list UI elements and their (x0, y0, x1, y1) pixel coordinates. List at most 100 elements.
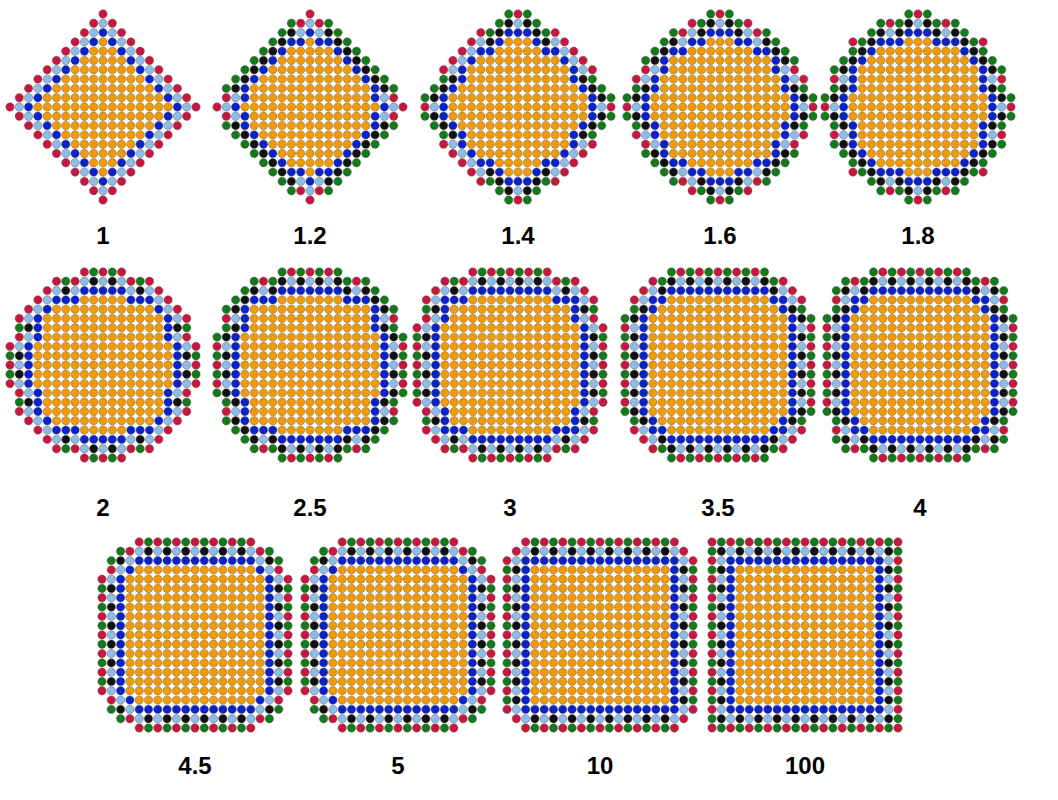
atom-dot (914, 103, 922, 111)
atom-dot (960, 131, 968, 139)
atom-dot (71, 361, 79, 369)
atom-dot (241, 426, 249, 434)
atom-dot (343, 84, 351, 92)
atom-dot (979, 94, 987, 102)
atom-dot (651, 75, 659, 83)
atom-dot (532, 66, 540, 74)
atom-dot (43, 398, 51, 406)
atom-dot (71, 389, 79, 397)
atom-dot (250, 426, 258, 434)
atom-dot (259, 84, 267, 92)
atom-dot (334, 56, 342, 64)
atom-dot (241, 435, 249, 443)
atom-dot (679, 112, 687, 120)
atom-dot (942, 112, 950, 120)
atom-dot (52, 352, 60, 360)
atom-dot (660, 56, 668, 64)
atom-dot (753, 75, 761, 83)
atom-dot (99, 38, 107, 46)
atom-dot (90, 268, 98, 276)
atom-dot (99, 187, 107, 195)
atom-dot (458, 103, 466, 111)
atom-dot (734, 94, 742, 102)
atom-dot (532, 187, 540, 195)
atom-dot (250, 121, 258, 129)
atom-dot (651, 94, 659, 102)
atom-dot (988, 103, 996, 111)
atom-dot (117, 296, 125, 304)
atom-dot (80, 103, 88, 111)
atom-dot (62, 361, 70, 369)
atom-dot (269, 38, 277, 46)
atom-dot (287, 187, 295, 195)
atom-dot (80, 112, 88, 120)
atom-dot (278, 342, 286, 350)
atom-dot (449, 103, 457, 111)
atom-dot (315, 324, 323, 332)
atom-dot (495, 38, 503, 46)
atom-dot (343, 389, 351, 397)
atom-dot (259, 305, 267, 313)
atom-dot (136, 389, 144, 397)
atom-dot (560, 159, 568, 167)
atom-dot (145, 94, 153, 102)
atom-dot (343, 56, 351, 64)
atom-dot (551, 103, 559, 111)
atom-dot (315, 94, 323, 102)
atom-dot (477, 159, 485, 167)
atom-dot (343, 103, 351, 111)
atom-dot (343, 324, 351, 332)
atom-dot (707, 177, 715, 185)
atom-dot (183, 103, 191, 111)
atom-dot (951, 66, 959, 74)
atom-dot (514, 84, 522, 92)
atom-dot (352, 94, 360, 102)
atom-dot (334, 454, 342, 462)
atom-dot (877, 47, 885, 55)
atom-dot (6, 103, 14, 111)
atom-dot (716, 56, 724, 64)
atom-dot (762, 94, 770, 102)
atom-dot (688, 75, 696, 83)
atom-dot (669, 121, 677, 129)
atom-dot (598, 121, 606, 129)
atom-dot (697, 47, 705, 55)
atom-dot (278, 379, 286, 387)
atom-dot (716, 159, 724, 167)
atom-dot (306, 159, 314, 167)
atom-dot (90, 19, 98, 27)
atom-dot (867, 75, 875, 83)
atom-dot (725, 38, 733, 46)
atom-dot (108, 305, 116, 313)
atom-dot (324, 149, 332, 157)
atom-dot (688, 159, 696, 167)
atom-dot (495, 75, 503, 83)
atom-dot (697, 112, 705, 120)
atom-dot (725, 168, 733, 176)
atom-dot (951, 94, 959, 102)
atom-dot (551, 56, 559, 64)
atom-dot (108, 445, 116, 453)
atom-dot (932, 56, 940, 64)
atom-dot (570, 103, 578, 111)
atom-dot (127, 121, 135, 129)
atom-dot (99, 435, 107, 443)
atom-dot (136, 305, 144, 313)
atom-dot (725, 159, 733, 167)
atom-dot (781, 75, 789, 83)
atom-dot (641, 84, 649, 92)
atom-dot (250, 389, 258, 397)
atom-dot (849, 103, 857, 111)
atom-dot (467, 56, 475, 64)
atom-dot (343, 159, 351, 167)
atom-dot (71, 168, 79, 176)
atom-dot (505, 56, 513, 64)
atom-dot (560, 149, 568, 157)
atom-dot (598, 94, 606, 102)
atom-dot (914, 19, 922, 27)
atom-dot (297, 66, 305, 74)
atom-dot (970, 94, 978, 102)
atom-dot (90, 112, 98, 120)
atom-dot (259, 435, 267, 443)
atom-dot (914, 47, 922, 55)
